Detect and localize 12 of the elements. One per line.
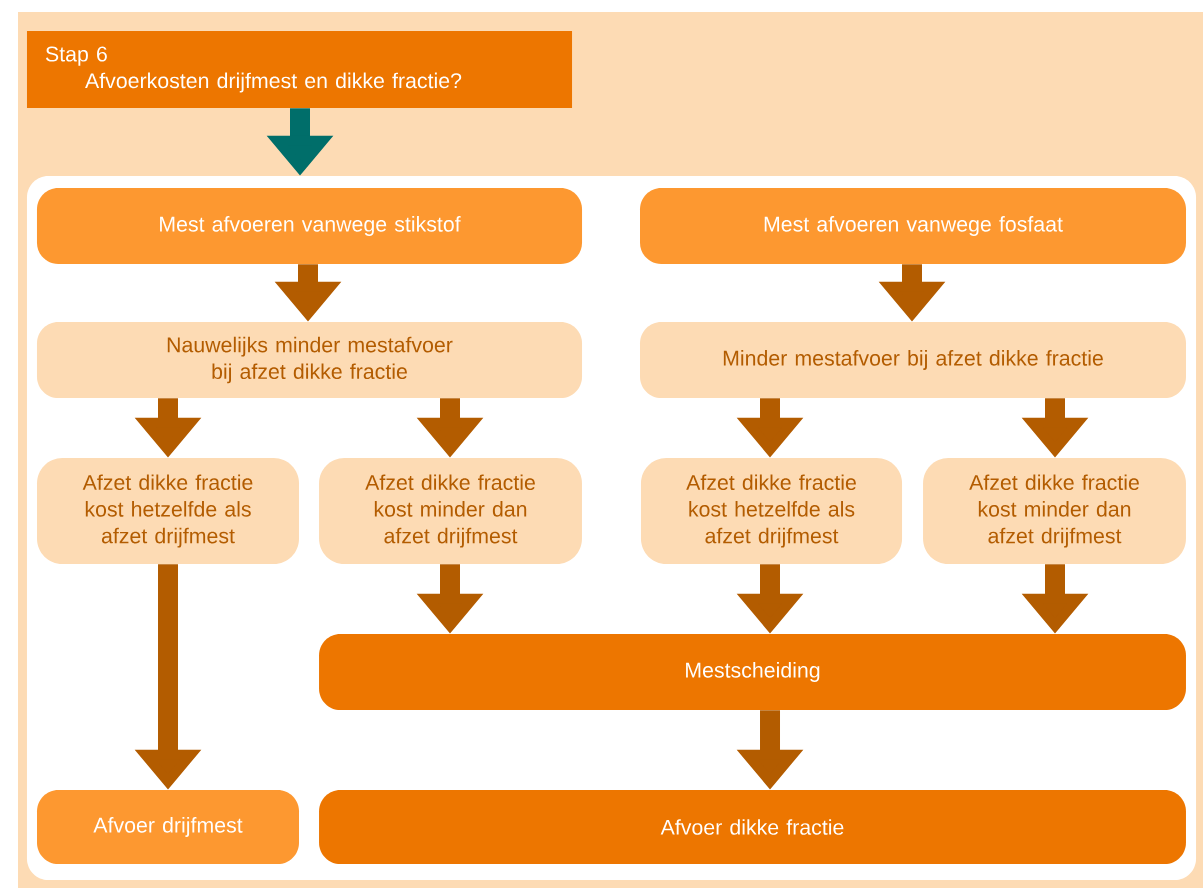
process-box: Afvoer dikke fractie bbox=[319, 790, 1186, 864]
process-box: Mest afvoeren vanwege stikstof bbox=[36, 188, 583, 264]
process-box: Nauwelijks minder mestafvoer bij afzet dikke fractie bbox=[36, 322, 583, 398]
title-box: Stap 6 Afvoerkosten drijfmest en dikke fractie? bbox=[26, 30, 573, 109]
process-box: Afzet dikke fractie kost minder dan afzet drijfmest bbox=[923, 458, 1186, 564]
process-box: Mestscheiding bbox=[319, 634, 1186, 710]
process-box: Afvoer drijfmest bbox=[37, 790, 299, 864]
process-box: Minder mestafvoer bij afzet dikke fractie bbox=[640, 322, 1186, 398]
process-box: Mest afvoeren vanwege fosfaat bbox=[640, 188, 1186, 264]
process-box: Afzet dikke fractie kost minder dan afzet drijfmest bbox=[319, 458, 582, 564]
process-box: Afzet dikke fractie kost hetzelfde als afzet drijfmest bbox=[640, 458, 903, 564]
process-box: Afzet dikke fractie kost hetzelfde als afzet drijfmest bbox=[37, 458, 299, 564]
